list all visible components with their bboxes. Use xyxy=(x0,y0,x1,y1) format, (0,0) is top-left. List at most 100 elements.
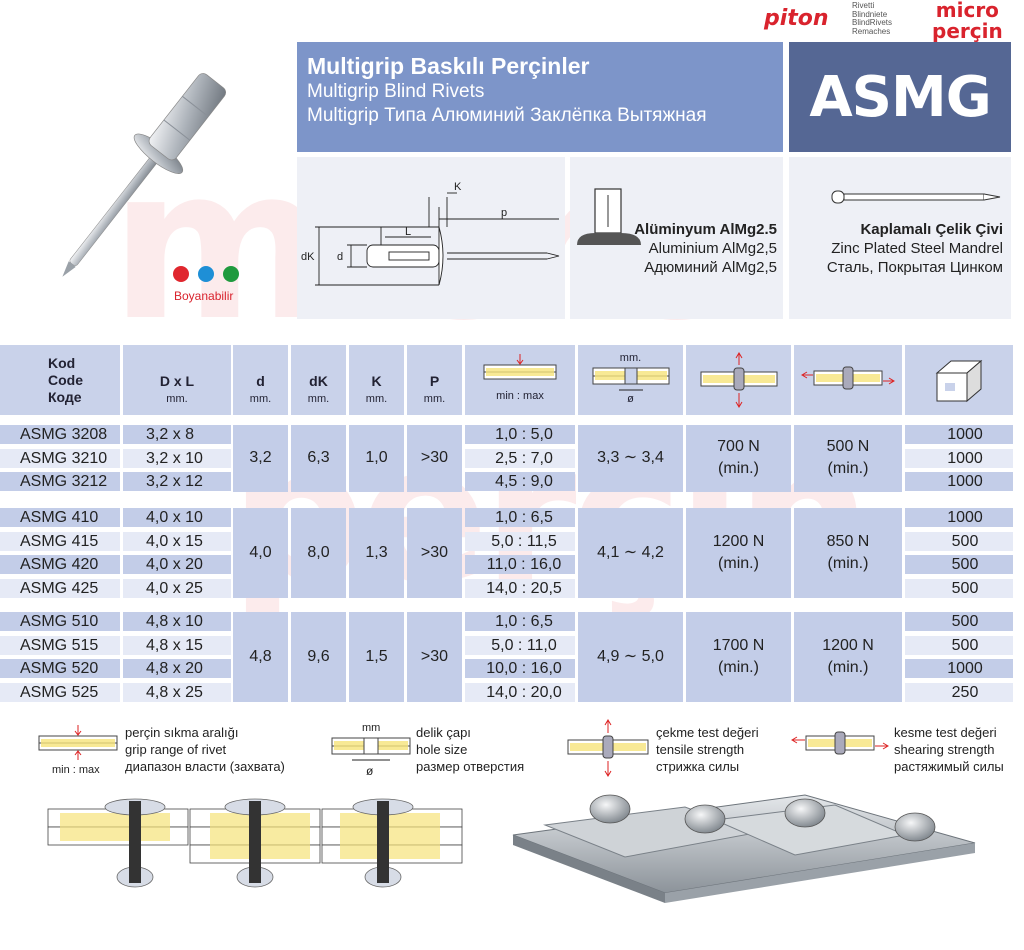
cell-grip: 1,0 : 6,5 xyxy=(495,509,553,526)
row-band xyxy=(465,635,575,655)
legend-tensile-icon xyxy=(567,719,649,777)
legend-shear-text: kesme test değeri shearing strength раст… xyxy=(894,724,1004,775)
legend-tensile-text: çekme test değeri tensile strength стриж… xyxy=(656,724,759,775)
row-band xyxy=(465,682,575,702)
header-dxl-unit: mm. xyxy=(166,393,188,405)
row-band xyxy=(123,508,231,527)
legend-tensile-tr: çekme test değeri xyxy=(656,725,759,740)
cell-tensile: 1700 N (min.) xyxy=(686,612,791,702)
cell-shear: 500 N (min.) xyxy=(794,425,902,492)
code-box: ASMG xyxy=(789,42,1011,152)
row-band xyxy=(465,425,575,444)
dim-l-label: L xyxy=(405,226,411,238)
row-band xyxy=(0,635,120,655)
row-band xyxy=(905,531,1013,551)
legend-grip-sub: min : max xyxy=(52,764,100,776)
cell-code: ASMG 515 xyxy=(20,636,99,654)
row-band xyxy=(905,682,1013,702)
cell-dxl: 4,0 x 15 xyxy=(146,532,203,550)
legend-hole-ru: размер отверстия xyxy=(416,759,525,774)
header-hole-unit: ø xyxy=(627,393,634,405)
dimension-panel xyxy=(297,157,565,319)
title-box: Multigrip Baskılı Perçinler Multigrip Bl… xyxy=(297,42,783,152)
piton-logo: piton xyxy=(764,6,829,31)
cell-code: ASMG 3208 xyxy=(20,426,108,443)
legend-grip-text: perçin sıkma aralığı grip range of rivet… xyxy=(125,724,285,775)
paint-dot-green xyxy=(223,266,239,282)
row-band xyxy=(0,682,120,702)
row-band xyxy=(905,578,1013,598)
legend-grip-icon xyxy=(38,725,118,760)
paint-dot-red xyxy=(173,266,189,282)
header-tensile xyxy=(686,345,791,415)
cell-tensile: 700 N (min.) xyxy=(686,425,791,492)
cell-box-qty: 1000 xyxy=(947,449,983,467)
cell-dxl: 3,2 x 12 xyxy=(146,473,203,490)
legend-grip-tr: perçin sıkma aralığı xyxy=(125,725,239,740)
cell-grip: 14,0 : 20,0 xyxy=(486,683,562,701)
row-band xyxy=(905,425,1013,444)
header-dxl-title: D x L xyxy=(159,373,195,389)
cell-grip: 14,0 : 20,5 xyxy=(486,579,562,597)
header-hole-mm: mm. xyxy=(619,352,642,364)
row-band xyxy=(123,578,231,598)
piton-sub-0: Rivetti xyxy=(852,1,875,10)
cell-dxl: 3,2 x 8 xyxy=(146,426,195,443)
cell-d: 4,8 xyxy=(233,612,288,702)
legend-tensile-en: tensile strength xyxy=(656,742,745,757)
row-band xyxy=(905,612,1013,631)
body-material-en: Aluminium AlMg2,5 xyxy=(648,240,777,257)
row-band xyxy=(905,448,1013,468)
row-band xyxy=(465,578,575,598)
cell-box-qty: 1000 xyxy=(947,426,983,443)
piton-sub-2: BlindRivets xyxy=(852,18,893,27)
legend-hole-icon xyxy=(331,737,411,761)
cell-dk: 6,3 xyxy=(291,425,346,492)
cell-hole: 3,3 ∼ 3,4 xyxy=(578,425,683,492)
cell-dxl: 4,8 x 20 xyxy=(146,660,203,677)
header-p-unit: mm. xyxy=(423,393,446,405)
legend-tensile-ru: стрижка силы xyxy=(656,759,740,774)
dim-p-label: p xyxy=(501,207,507,219)
row-band xyxy=(0,448,120,468)
legend-shear-icon xyxy=(791,731,889,755)
cell-dxl: 4,8 x 25 xyxy=(146,683,203,701)
cell-shear: 850 N (min.) xyxy=(794,508,902,598)
dim-d-label: d xyxy=(337,251,343,263)
title-en: Multigrip Blind Rivets xyxy=(307,81,485,102)
cell-k: 1,5 xyxy=(349,612,404,702)
row-band xyxy=(123,472,231,491)
micro-logo-line2: perçin xyxy=(932,19,1003,43)
legend-grip-ru: диапазон власти (захвата) xyxy=(125,759,285,774)
cell-grip: 5,0 : 11,5 xyxy=(491,532,557,550)
cell-code: ASMG 3212 xyxy=(20,473,108,490)
cell-dxl: 4,8 x 10 xyxy=(146,613,203,630)
title-ru: Multigrip Типа Алюминий Заклёпка Вытяжна… xyxy=(307,105,707,126)
cell-grip: 10,0 : 16,0 xyxy=(486,660,562,677)
cell-tensile: 1200 N (min.) xyxy=(686,508,791,598)
mandrel-material-en: Zinc Plated Steel Mandrel xyxy=(831,240,1003,257)
hole-size-icon xyxy=(592,367,669,391)
row-band xyxy=(0,531,120,551)
cell-code: ASMG 525 xyxy=(20,683,99,701)
cell-box-qty: 500 xyxy=(951,613,979,630)
cell-p: >30 xyxy=(407,508,462,598)
row-band xyxy=(123,448,231,468)
legend-hole-en: hole size xyxy=(416,742,468,757)
cell-grip: 1,0 : 5,0 xyxy=(495,426,553,443)
cell-box-qty: 1000 xyxy=(947,509,983,526)
cell-grip: 11,0 : 16,0 xyxy=(486,556,562,573)
cell-dxl: 3,2 x 10 xyxy=(146,449,203,467)
shear-icon xyxy=(801,366,895,390)
row-band xyxy=(465,659,575,678)
legend-shear-ru: растяжимый силы xyxy=(894,759,1004,774)
header-d-unit: mm. xyxy=(249,393,272,405)
cell-grip: 1,0 : 6,5 xyxy=(495,613,553,630)
cell-dk: 9,6 xyxy=(291,612,346,702)
row-band xyxy=(123,555,231,574)
cell-p: >30 xyxy=(407,612,462,702)
